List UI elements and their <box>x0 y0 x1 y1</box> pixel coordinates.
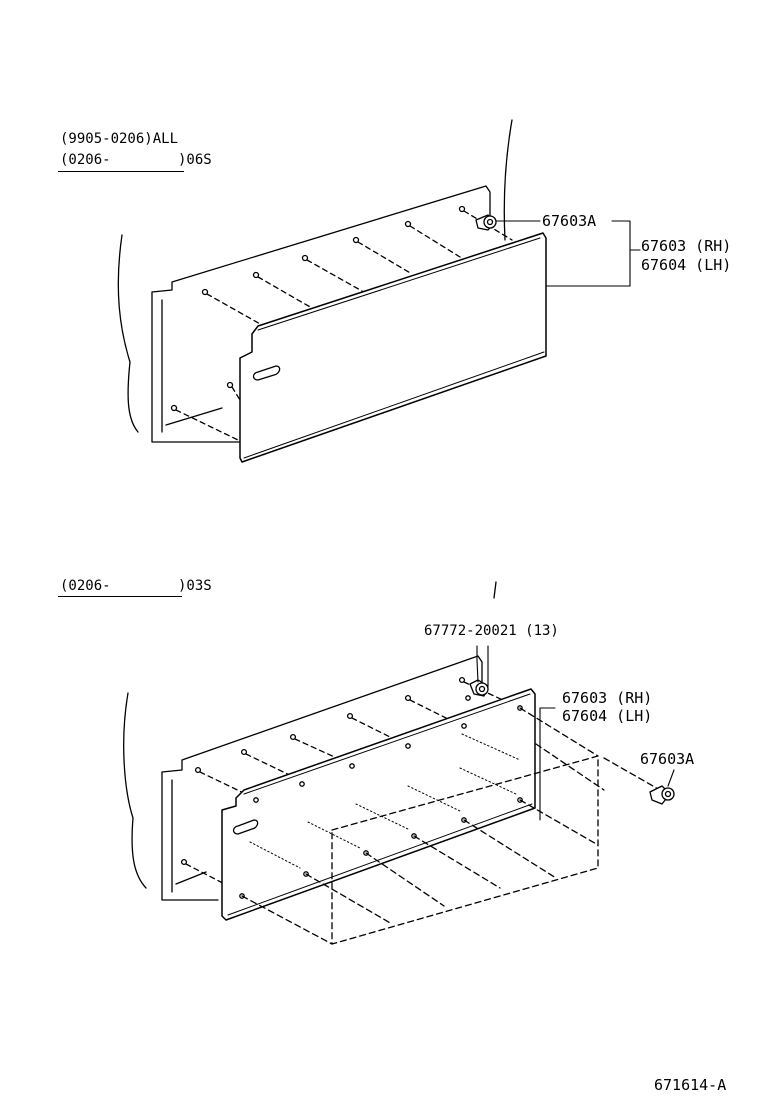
bottom-clip-icon <box>469 679 489 697</box>
top-trim-panel <box>239 232 547 463</box>
top-handle-slot <box>252 365 281 381</box>
part-label-top-panel-rh: 67603 (RH) <box>641 237 732 255</box>
condition-label-bottom-1: (0206- )03S <box>60 578 212 594</box>
part-label-top-panel-lh: 67604 (LH) <box>641 256 732 274</box>
bottom-panel-holes <box>239 695 523 899</box>
bottom-screw-icon <box>649 785 675 805</box>
bottom-mount-surface <box>161 655 483 901</box>
bottom-trim-panel <box>221 688 536 921</box>
illustration-id: 671614-A <box>654 1076 727 1094</box>
top-body-outline <box>117 234 139 433</box>
bottom-body-outline-right <box>493 581 497 599</box>
bottom-mount-holes <box>180 676 466 866</box>
bottom-dashed-box <box>241 707 661 945</box>
condition-label-top-2: (0206- )06S <box>60 152 212 168</box>
top-mount-holes <box>170 205 466 412</box>
condition-underline-top <box>58 171 184 172</box>
part-label-top-clip: 67603A <box>542 212 597 230</box>
condition-underline-bottom <box>58 596 182 597</box>
bottom-assembly <box>123 581 675 945</box>
part-label-bottom-screw: 67603A <box>640 750 695 768</box>
part-label-bottom-panel-rh: 67603 (RH) <box>562 689 653 707</box>
top-leaders <box>495 220 641 287</box>
bottom-handle-slot <box>232 819 259 835</box>
part-label-bottom-panel-lh: 67604 (LH) <box>562 707 653 725</box>
top-mount-surface <box>151 185 491 443</box>
bottom-body-outline <box>123 692 147 889</box>
top-body-outline-right <box>503 119 513 241</box>
top-assembly <box>117 119 641 463</box>
top-clip-icon <box>475 214 497 231</box>
bottom-leaders <box>476 645 675 821</box>
condition-label-top-1: (9905-0206)ALL <box>60 131 179 147</box>
top-alignment-lines <box>175 210 513 441</box>
part-label-bottom-clip: 67772-20021 (13) <box>424 623 559 639</box>
